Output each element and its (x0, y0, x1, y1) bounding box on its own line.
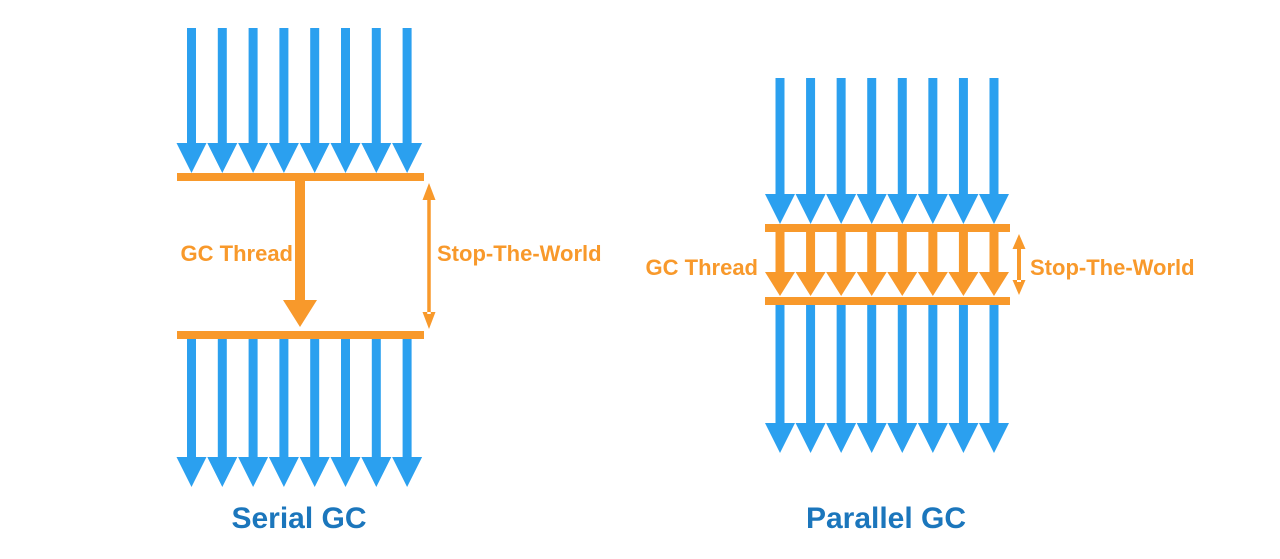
arrow-shape (795, 305, 826, 453)
parallel-gc-thread-arrows (765, 232, 1009, 296)
arrow-shape (795, 232, 826, 296)
arrow-shape (795, 78, 826, 224)
parallel-app-threads-top-arrows (765, 78, 1009, 224)
arrow-shape (361, 28, 392, 173)
parallel-gc-thread-label: GC Thread (646, 255, 758, 280)
arrow-shape (299, 339, 330, 487)
arrow-shape (330, 339, 361, 487)
serial-gc-thread-arrow (283, 181, 317, 327)
arrow-shape (268, 28, 299, 173)
parallel-gc-title: Parallel GC (806, 502, 966, 535)
arrow-shape (361, 339, 392, 487)
serial-pause-bar-top (177, 173, 424, 181)
parallel-stop-the-world-label: Stop-The-World (1030, 255, 1195, 280)
arrow-shape (978, 232, 1009, 296)
arrow-shape (392, 339, 423, 487)
arrow-shape (826, 232, 857, 296)
arrow-shape (238, 339, 269, 487)
serial-app-threads-bottom-arrows (176, 339, 423, 487)
arrow-shape (176, 339, 207, 487)
arrow-shape (917, 305, 948, 453)
arrow-shape (299, 28, 330, 173)
arrow-shape (856, 232, 887, 296)
arrow-shape (207, 339, 238, 487)
parallel-gc-group: GC Thread Stop-The-World Parallel GC (646, 78, 1195, 535)
parallel-pause-bar-bottom (765, 297, 1010, 305)
arrow-shape (207, 28, 238, 173)
serial-gc-title: Serial GC (231, 502, 366, 535)
arrow-shape (826, 305, 857, 453)
serial-gc-thread-label: GC Thread (181, 241, 293, 266)
arrow-shape (765, 305, 795, 453)
arrow-shape (887, 78, 918, 224)
arrow-shape (330, 28, 361, 173)
arrow-shape (948, 232, 979, 296)
arrow-shape (856, 78, 887, 224)
arrow-shape (917, 232, 948, 296)
serial-stop-the-world-label: Stop-The-World (437, 241, 602, 266)
arrow-shape (826, 78, 857, 224)
parallel-stop-the-world-span-arrow (1012, 234, 1026, 295)
arrow-shape (948, 305, 979, 453)
arrow-shape (392, 28, 423, 173)
arrow-shape (887, 232, 918, 296)
arrow-shape (176, 28, 207, 173)
serial-gc-group: GC Thread Stop-The-World Serial GC (176, 28, 602, 535)
arrow-shape (978, 78, 1009, 224)
arrow-shape (948, 78, 979, 224)
serial-stop-the-world-span-arrow (422, 183, 436, 329)
arrow-shape (917, 78, 948, 224)
arrow-shape (765, 78, 795, 224)
parallel-pause-bar-top (765, 224, 1010, 232)
arrow-shape (283, 181, 317, 327)
arrow-shape (422, 183, 436, 329)
arrow-shape (887, 305, 918, 453)
serial-pause-bar-bottom (177, 331, 424, 339)
serial-app-threads-top-arrows (176, 28, 423, 173)
arrow-shape (268, 339, 299, 487)
parallel-app-threads-bottom-arrows (765, 305, 1009, 453)
arrow-shape (856, 305, 887, 453)
arrow-shape (238, 28, 269, 173)
arrow-shape (765, 232, 795, 296)
arrow-shape (1012, 234, 1026, 295)
arrow-shape (978, 305, 1009, 453)
